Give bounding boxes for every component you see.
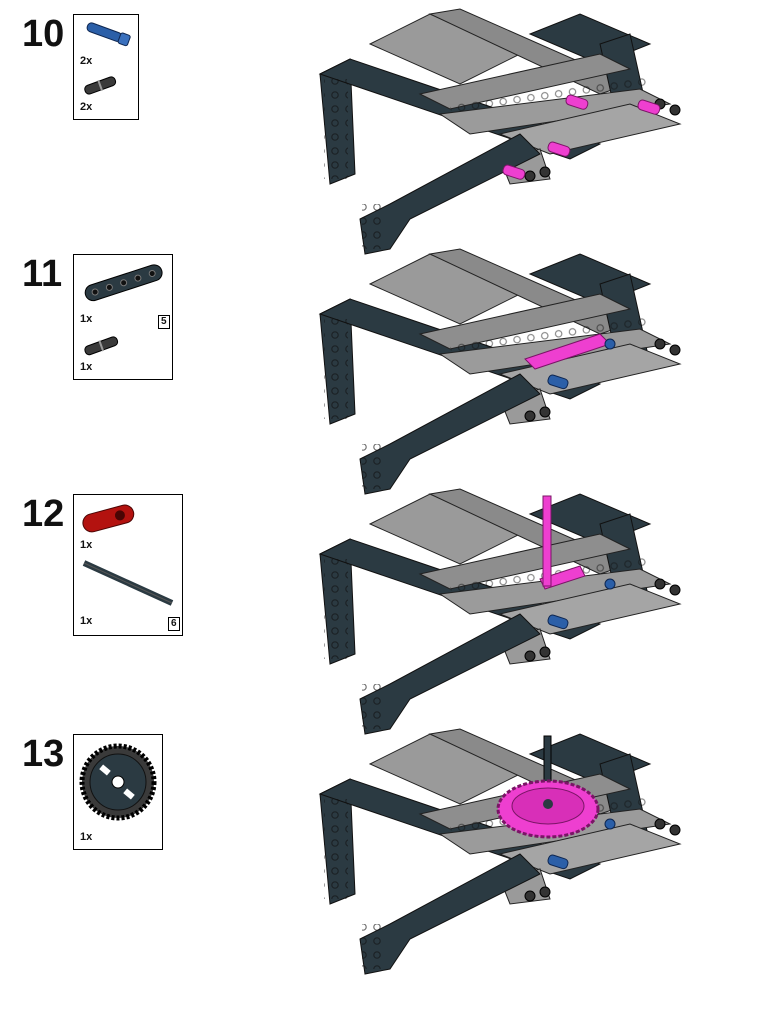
parts-callout: 2x 2x [73, 14, 139, 120]
parts-callout: 1x 1x 6 [73, 494, 183, 636]
length-label: 6 [168, 617, 180, 631]
red-connector-icon [82, 504, 135, 533]
assembly-render [319, 488, 681, 735]
parts-callout: 1x [73, 734, 163, 850]
assembly-render [319, 8, 681, 255]
assembly-render [319, 248, 681, 495]
step-number: 11 [22, 253, 63, 295]
black-axle-icon [82, 560, 174, 606]
step-11: 11 1x 5 1x [0, 248, 768, 495]
dark-beam-icon [84, 264, 163, 302]
step-number: 10 [22, 13, 65, 55]
black-friction-pin-icon [84, 336, 119, 356]
step-12: 12 1x 1x 6 [0, 488, 768, 735]
gear-icon [79, 743, 157, 821]
black-friction-pin-icon [84, 76, 117, 95]
blue-axle-pin-icon [86, 22, 131, 47]
step-number: 12 [22, 493, 65, 535]
step-10: 10 2x 2x [0, 8, 768, 255]
length-label: 5 [158, 315, 170, 329]
assembly-render [319, 728, 681, 975]
parts-callout: 1x 5 1x [73, 254, 173, 380]
step-13: 13 1x [0, 728, 768, 975]
step-number: 13 [22, 733, 65, 775]
